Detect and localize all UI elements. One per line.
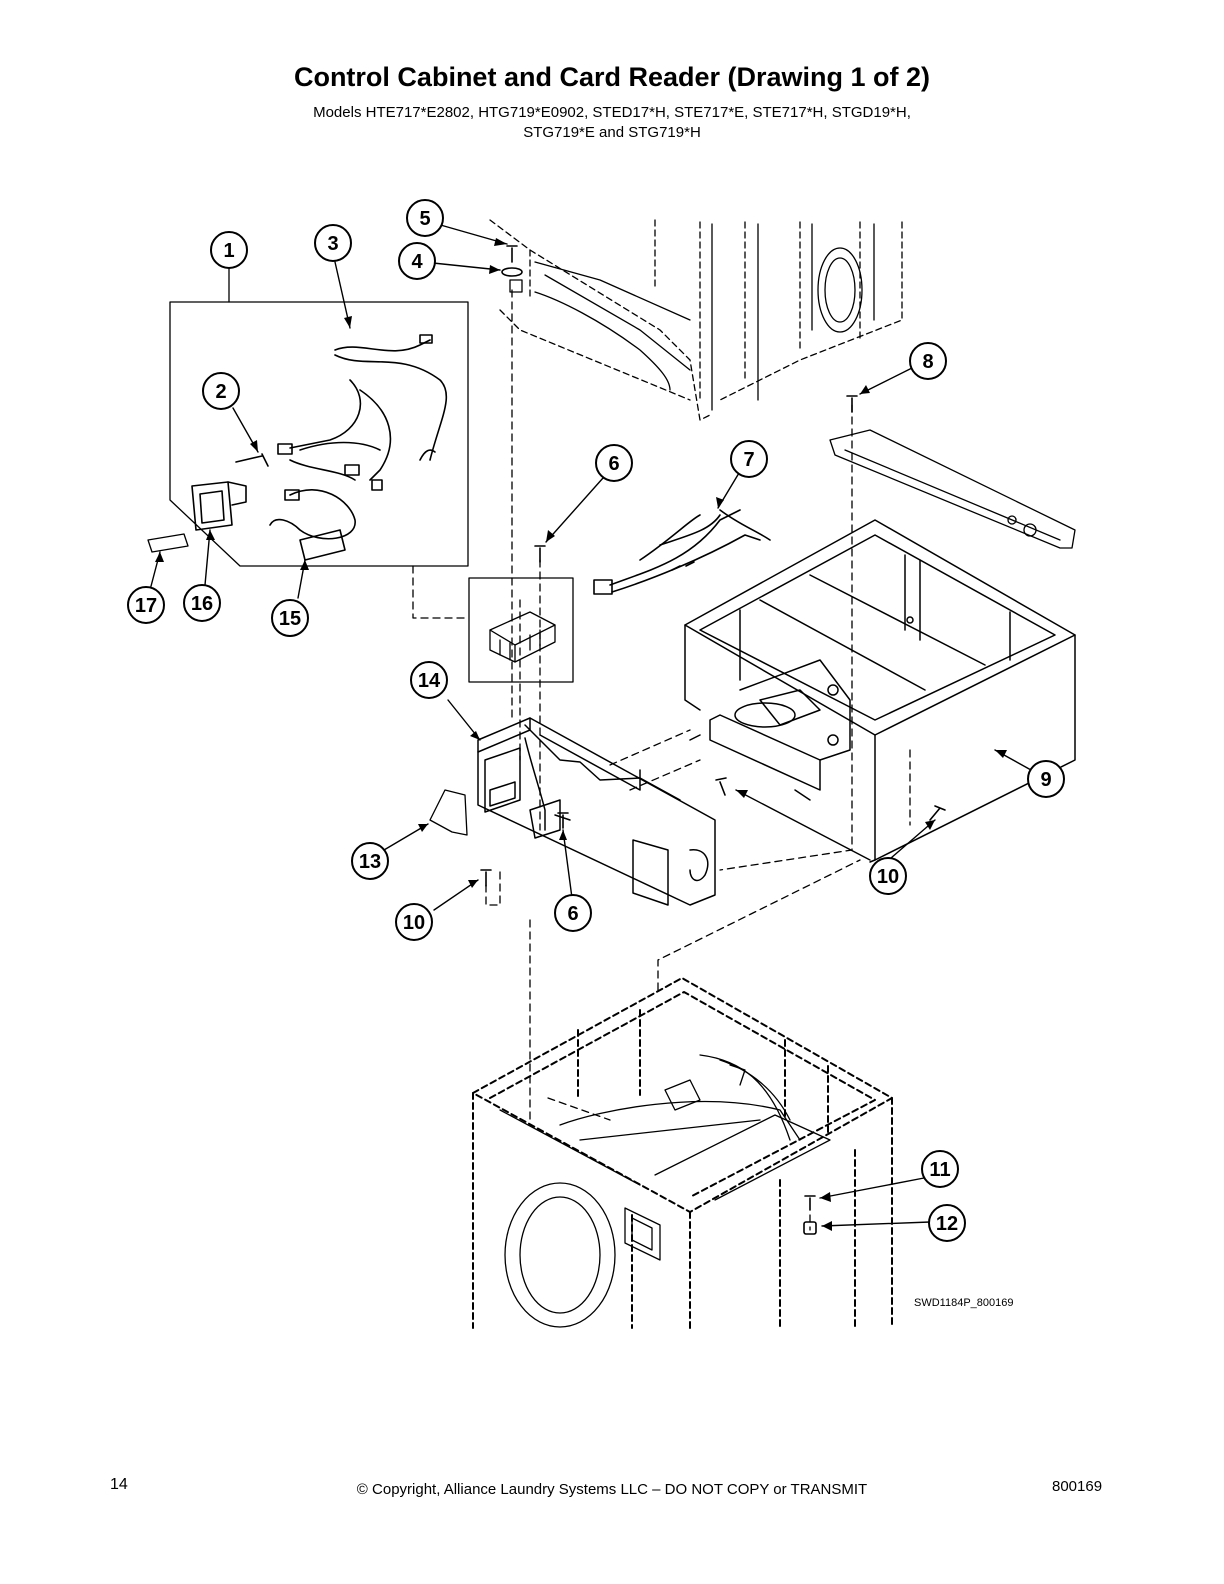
svg-text:10: 10 (403, 912, 425, 934)
terminal-block-detail (489, 611, 556, 663)
lower-washer-solid (499, 1054, 831, 1328)
svg-text:16: 16 (191, 593, 213, 615)
callout-7: 7 (730, 440, 768, 478)
svg-text:12: 12 (936, 1213, 958, 1235)
svg-text:10: 10 (877, 866, 899, 888)
arrowheads (155, 238, 1007, 1231)
svg-text:7: 7 (743, 449, 754, 471)
control-cabinet-9 (684, 519, 1076, 863)
svg-text:9: 9 (1040, 769, 1051, 791)
svg-text:6: 6 (567, 903, 578, 925)
card-17 (147, 533, 189, 553)
page-title: Control Cabinet and Card Reader (Drawing… (293, 62, 931, 92)
callout-6: 6 (595, 444, 633, 482)
kit-bracket (169, 301, 469, 567)
upper-machine-outline (489, 219, 903, 421)
svg-text:8: 8 (922, 351, 933, 373)
svg-text:14: 14 (418, 670, 441, 692)
callout-6-lower: 6 (554, 894, 592, 932)
svg-text:13: 13 (359, 851, 381, 873)
svg-text:15: 15 (279, 608, 301, 630)
card-reader-16 (191, 455, 263, 531)
bracket-13 (429, 789, 468, 836)
screws (261, 245, 946, 1235)
subtitle-line-2: STG719*E and STG719*H (523, 124, 701, 141)
callout-10-left: 10 (395, 903, 433, 941)
copyright-notice: © Copyright, Alliance Laundry Systems LL… (356, 1481, 868, 1498)
upper-machine-solid (509, 223, 875, 411)
callout-4: 4 (398, 242, 436, 280)
svg-text:17: 17 (135, 595, 157, 617)
callout-10-right: 10 (869, 857, 907, 895)
assembly-leader-lines (412, 289, 911, 1231)
svg-text:11: 11 (929, 1159, 950, 1181)
subtitle-line-1: Models HTE717*E2802, HTG719*E0902, STED1… (313, 104, 911, 121)
svg-text:3: 3 (327, 233, 338, 255)
callout-11: 11 (921, 1150, 959, 1188)
top-bracket-8 (829, 429, 1076, 549)
lower-washer-dashed (472, 977, 893, 1329)
svg-text:2: 2 (215, 381, 226, 403)
callout-15: 15 (271, 599, 309, 637)
svg-text:6: 6 (608, 453, 619, 475)
page-number: 14 (110, 1476, 128, 1493)
svg-text:1: 1 (223, 240, 234, 262)
callout-5: 5 (406, 199, 444, 237)
callout-8: 8 (909, 342, 947, 380)
callouts: 1 3 5 4 2 6 7 8 17 16 15 14 9 13 10 10 6… (127, 199, 1065, 1242)
callout-14: 14 (410, 661, 448, 699)
callout-1: 1 (210, 231, 248, 269)
leader-arrows (149, 223, 1032, 1227)
drawing-code: SWD1184P_800169 (914, 1297, 1014, 1309)
detail-box (468, 577, 574, 683)
callout-3: 3 (314, 224, 352, 262)
control-panel-14 (477, 717, 716, 906)
callout-16: 16 (183, 584, 221, 622)
callout-12: 12 (928, 1204, 966, 1242)
callout-13: 13 (351, 842, 389, 880)
callout-2: 2 (202, 372, 240, 410)
document-number: 800169 (1052, 1478, 1103, 1495)
svg-text:4: 4 (411, 251, 423, 273)
models-subtitle: Models HTE717*E2802, HTG719*E0902, STED1… (212, 103, 1012, 143)
harness-15 (269, 489, 356, 561)
wire-harness-3 (277, 334, 448, 491)
callout-9: 9 (1027, 760, 1065, 798)
callout-17: 17 (127, 586, 165, 624)
svg-text:5: 5 (419, 208, 430, 230)
wire-harness-7 (593, 509, 771, 595)
